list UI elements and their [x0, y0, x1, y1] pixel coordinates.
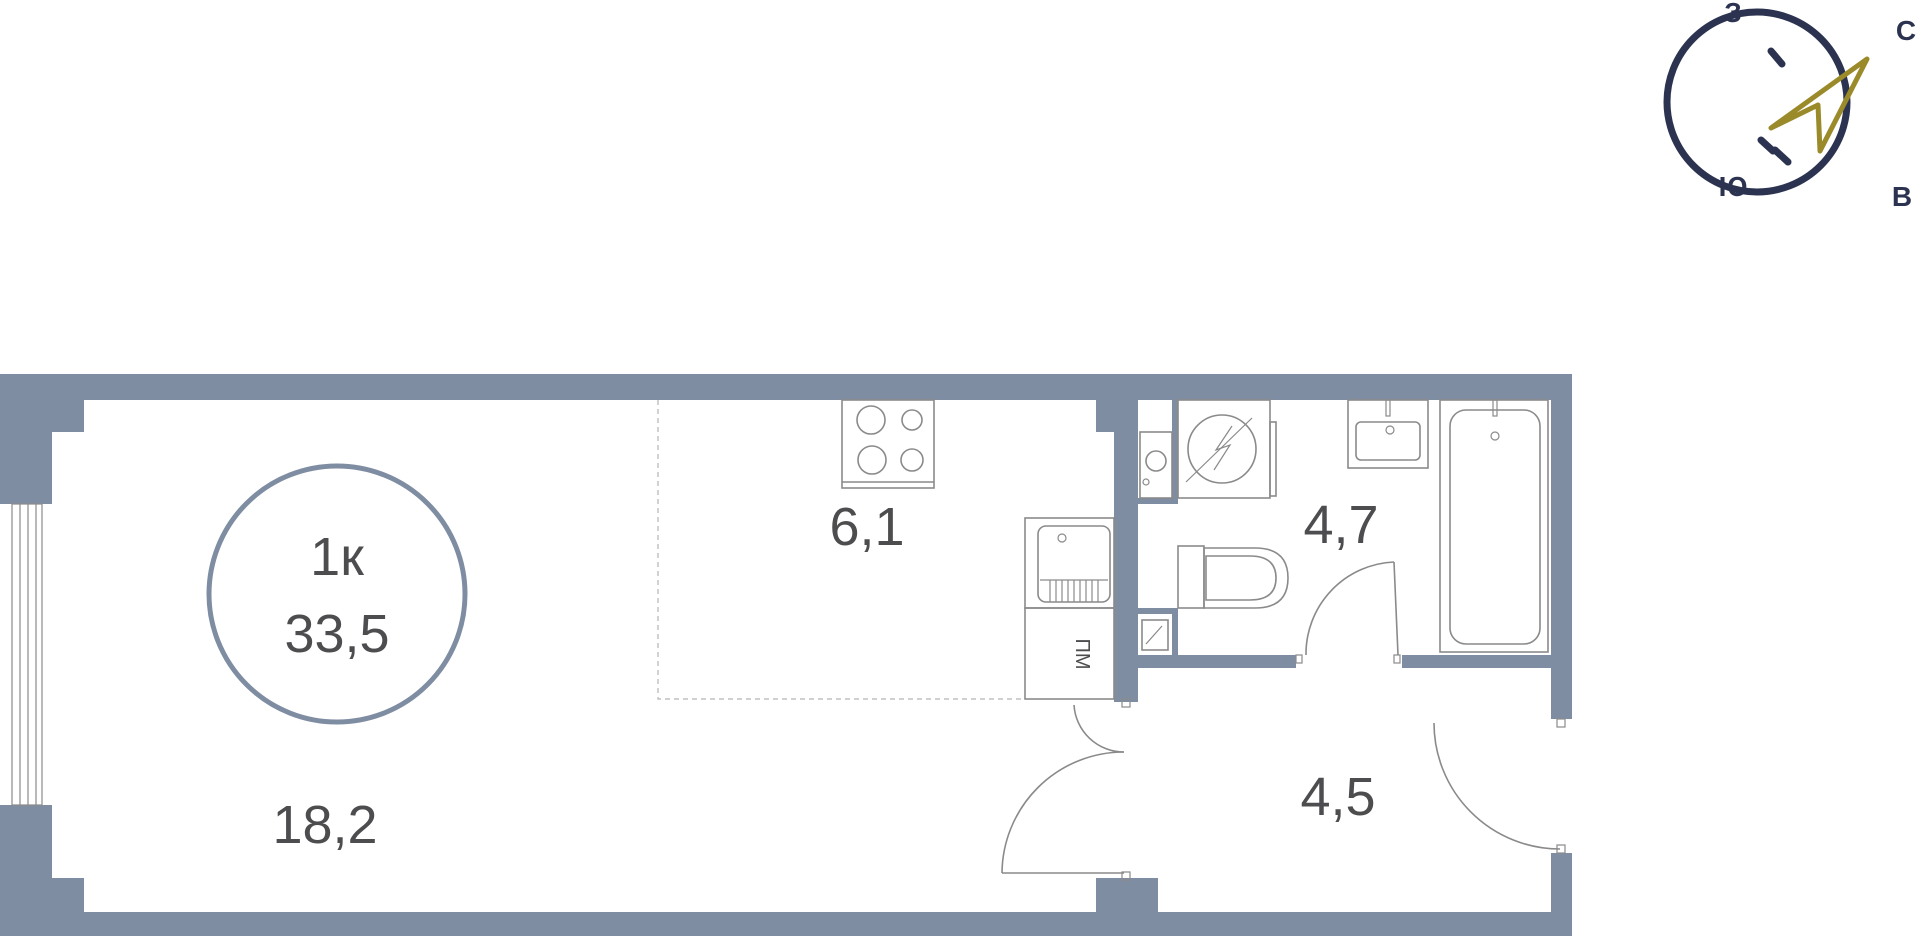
wall-bottom-center-pier — [1096, 878, 1158, 912]
toilet — [1177, 545, 1289, 609]
compass-south-label: Ю — [1719, 171, 1748, 202]
wall-bottom — [50, 912, 1572, 936]
room-count-label: 1к — [310, 527, 364, 587]
living-room-area: 18,2 — [272, 795, 377, 855]
hallway-area: 4,5 — [1300, 767, 1375, 827]
total-area-label: 33,5 — [284, 604, 389, 664]
bathroom-area: 4,7 — [1303, 495, 1378, 555]
kitchen-area: 6,1 — [829, 497, 904, 557]
bathroom-sink — [1347, 399, 1429, 469]
compass-tick-west — [1767, 47, 1786, 68]
entrance-door[interactable] — [1001, 751, 1131, 881]
washing-machine-drum-icon — [1187, 414, 1257, 484]
wall-bathroom-left — [1114, 400, 1138, 702]
wall-top — [0, 374, 1572, 400]
kitchen-zone-outline — [657, 400, 1025, 700]
hallway-door[interactable] — [1433, 718, 1566, 854]
compass-north-label: С — [1896, 15, 1916, 46]
compass-east-label: В — [1892, 181, 1912, 212]
wall-bathroom-bottom-left — [1138, 655, 1296, 668]
wall-left-lower-pier — [52, 878, 84, 912]
compass: З С Ю В — [1663, 0, 1916, 212]
walls — [0, 374, 1572, 936]
bathtub — [1439, 399, 1549, 653]
window-frame — [11, 503, 43, 806]
bathroom-door[interactable] — [1295, 561, 1401, 664]
wall-right-lower — [1551, 853, 1572, 936]
wall-left-lower — [0, 805, 52, 936]
washing-machine — [1177, 399, 1277, 499]
summary-circle — [206, 463, 468, 725]
north-arrow-icon — [1768, 56, 1870, 154]
stove-burner-icon — [857, 445, 887, 475]
wall-left-upper-pier — [52, 400, 84, 432]
stove-burner-icon — [900, 448, 924, 472]
stove — [841, 399, 935, 489]
wall-shaft-divider — [1172, 400, 1178, 504]
wall-right-upper — [1551, 374, 1572, 719]
dishwasher: ПМ — [1024, 607, 1115, 700]
compass-tick-south — [1757, 136, 1777, 155]
stove-burner-icon — [856, 405, 886, 435]
wall-shaft-bottom — [1138, 498, 1178, 504]
drain-icon — [1490, 431, 1500, 441]
faucet-icon — [1057, 533, 1067, 543]
wall-left-upper — [0, 374, 52, 504]
stove-burner-icon — [901, 409, 923, 431]
wall-shaft2-top — [1138, 608, 1178, 614]
kitchen-door[interactable] — [1073, 698, 1131, 753]
compass-west-label: З — [1724, 0, 1742, 28]
dishwasher-label: ПМ — [1071, 638, 1093, 669]
shaft-meter — [1141, 619, 1169, 651]
water-heater — [1139, 431, 1173, 499]
wall-bathroom-bottom-right — [1402, 655, 1572, 668]
kitchen-sink — [1024, 517, 1115, 609]
wall-shaft2-right — [1172, 608, 1178, 655]
apartment-summary: 1к 33,5 — [206, 463, 468, 725]
window — [11, 503, 43, 806]
compass-tick-east — [1771, 146, 1792, 166]
compass-ring — [1663, 8, 1851, 196]
